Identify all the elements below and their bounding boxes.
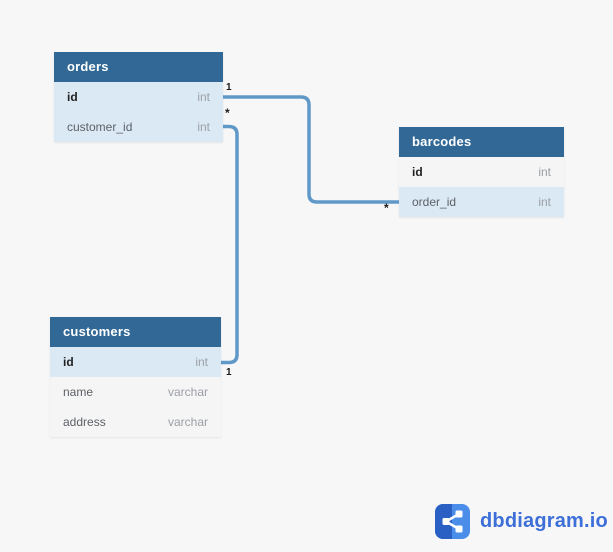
table-orders-row-customer-id[interactable]: customer_id int xyxy=(54,112,223,142)
table-orders-row-id[interactable]: id int xyxy=(54,82,223,112)
dbdiagram-logo-text: dbdiagram.io xyxy=(480,510,608,532)
table-barcodes-header[interactable]: barcodes xyxy=(399,127,564,157)
field-name: address xyxy=(63,415,106,429)
field-type: int xyxy=(538,195,551,209)
table-orders[interactable]: orders id int customer_id int xyxy=(54,52,223,142)
field-name: name xyxy=(63,385,94,399)
table-orders-title: orders xyxy=(67,59,109,74)
table-barcodes-row-id[interactable]: id int xyxy=(399,157,564,187)
table-customers-title: customers xyxy=(63,324,131,339)
field-type: int xyxy=(538,165,551,179)
cardinality-customers-id: 1 xyxy=(226,367,232,378)
relationship-orders-customers[interactable] xyxy=(221,124,239,365)
field-type: int xyxy=(197,120,210,134)
cardinality-barcodes-order-id: * xyxy=(384,201,389,215)
field-type: int xyxy=(197,90,210,104)
field-type: int xyxy=(195,355,208,369)
relationship-orders-barcodes[interactable] xyxy=(222,95,399,204)
table-customers-row-id[interactable]: id int xyxy=(50,347,221,377)
cardinality-orders-customer-id: * xyxy=(225,106,230,120)
field-name: id xyxy=(412,165,423,179)
field-name: order_id xyxy=(412,195,457,209)
table-customers-row-name[interactable]: name varchar xyxy=(50,377,221,407)
dbdiagram-logo-icon xyxy=(435,504,470,539)
field-type: varchar xyxy=(167,415,208,429)
field-name: customer_id xyxy=(67,120,133,134)
table-barcodes-row-order-id[interactable]: order_id int xyxy=(399,187,564,217)
table-customers-header[interactable]: customers xyxy=(50,317,221,347)
cardinality-orders-id: 1 xyxy=(226,82,232,93)
table-customers[interactable]: customers id int name varchar address va… xyxy=(50,317,221,437)
field-name: id xyxy=(67,90,78,104)
table-barcodes-title: barcodes xyxy=(412,134,472,149)
table-barcodes[interactable]: barcodes id int order_id int xyxy=(399,127,564,217)
dbdiagram-logo-link[interactable]: dbdiagram.io xyxy=(435,504,608,539)
field-name: id xyxy=(63,355,74,369)
table-customers-row-address[interactable]: address varchar xyxy=(50,407,221,437)
table-orders-header[interactable]: orders xyxy=(54,52,223,82)
field-type: varchar xyxy=(167,385,208,399)
